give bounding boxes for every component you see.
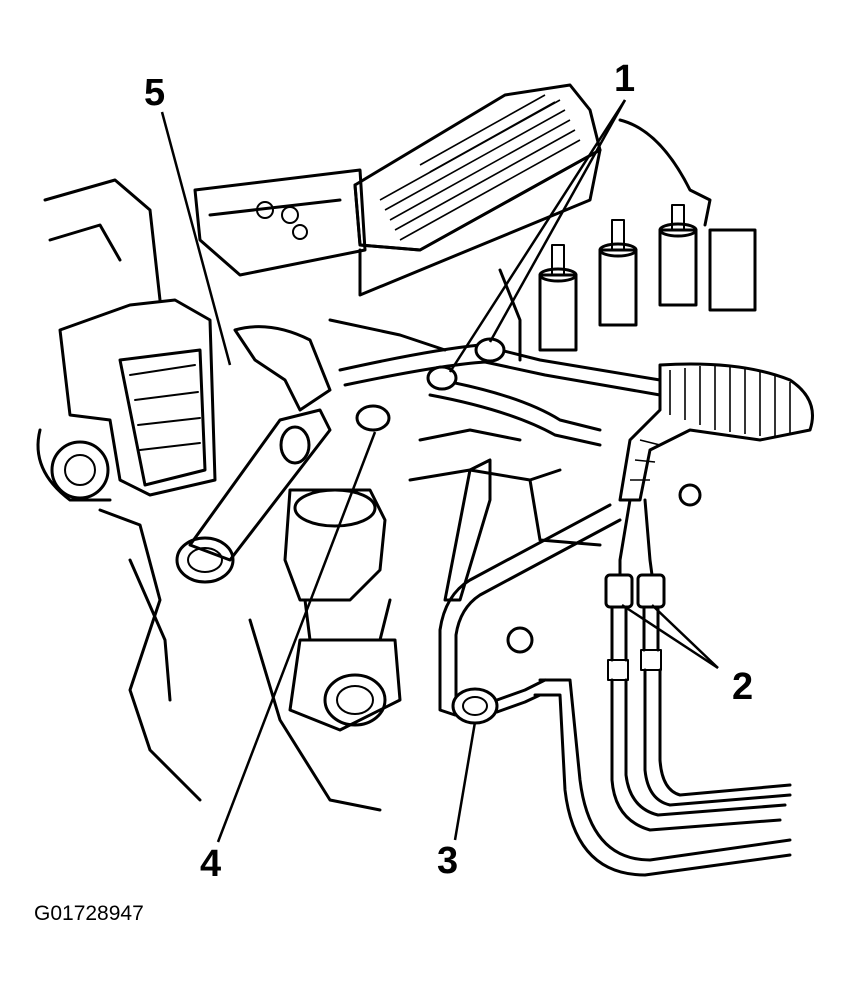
heater-pipes <box>533 668 792 877</box>
callout-1: 1 <box>614 58 636 100</box>
coolant-hose <box>175 325 332 584</box>
intake-manifold <box>193 83 712 297</box>
bypass-pipe <box>438 503 622 725</box>
wiring-harness <box>618 362 814 577</box>
thermostat-housing <box>248 488 402 812</box>
heater-hoses-upper <box>328 318 662 447</box>
leader-lines <box>160 99 719 843</box>
throttle-body <box>36 178 217 802</box>
heater-hose-connectors <box>604 573 666 681</box>
callout-2: 2 <box>732 666 754 708</box>
callout-3: 3 <box>437 840 459 882</box>
figure-id-label: G01728947 <box>34 902 144 925</box>
center-components <box>408 428 702 602</box>
callout-5: 5 <box>144 72 166 114</box>
callout-4: 4 <box>200 843 222 885</box>
ignition-coils <box>498 204 757 362</box>
